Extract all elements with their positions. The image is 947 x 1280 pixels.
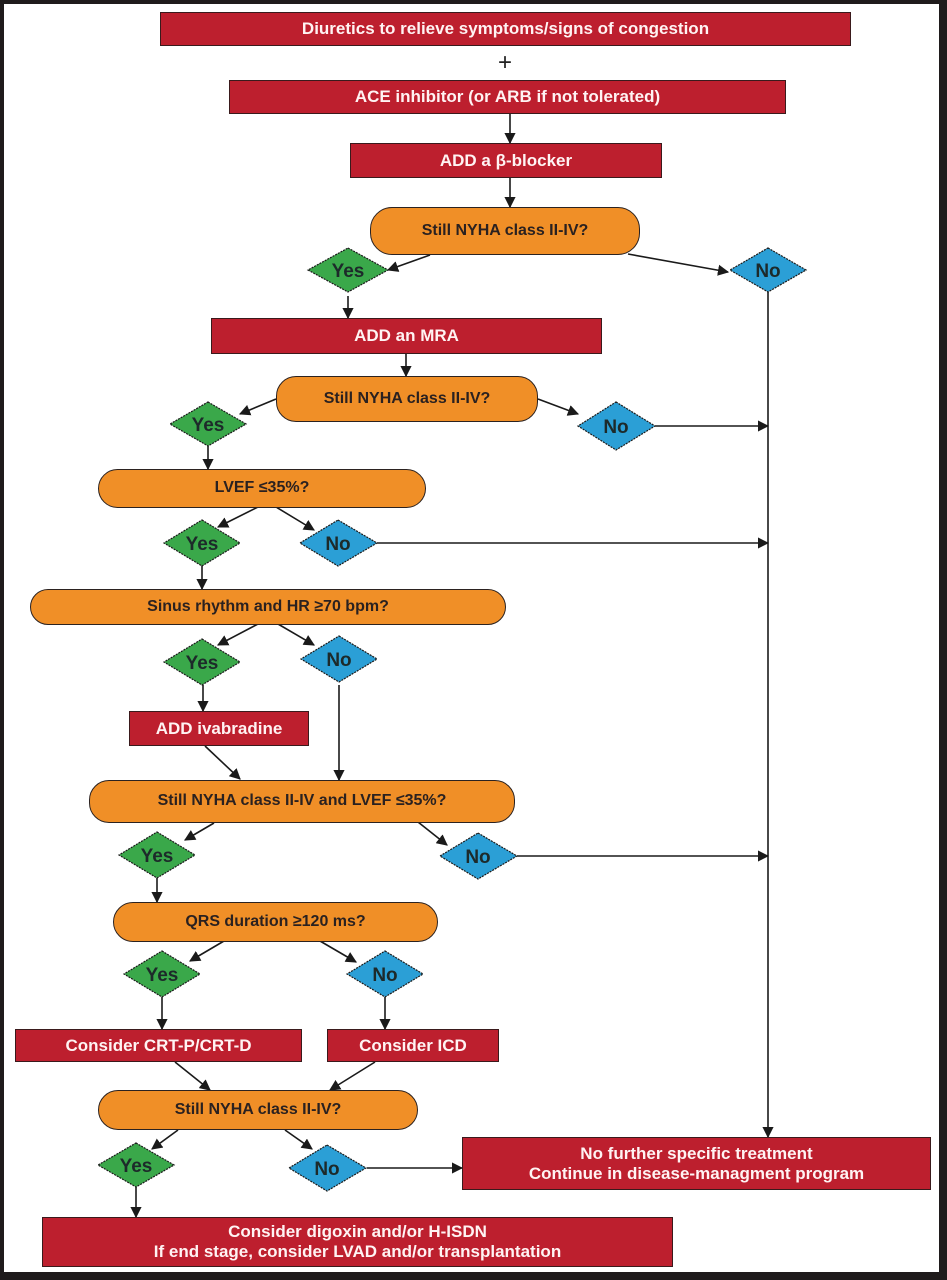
yes-label-3: Yes	[186, 534, 219, 555]
arrow-q7-to-yes7	[151, 1129, 179, 1150]
no-label-3: No	[325, 534, 350, 555]
yes-diamond-6	[122, 950, 202, 998]
nyha-question-3: Still NYHA class II-IV?	[98, 1090, 418, 1130]
arrow-q4-to-yes4	[217, 623, 259, 646]
nyha-question-2: Still NYHA class II-IV?	[276, 376, 538, 422]
yes-label-2: Yes	[192, 415, 225, 436]
ace-inhibitor-box: ACE inhibitor (or ARB if not tolerated)	[229, 80, 786, 114]
no-diamond-6	[345, 950, 425, 998]
arrow-q7-to-no7	[284, 1129, 313, 1150]
yes-diamond-7	[96, 1142, 176, 1188]
no-diamond-7	[287, 1144, 368, 1192]
arrow-crt-to-q7	[174, 1061, 211, 1091]
sinus-rhythm-question: Sinus rhythm and HR ≥70 bpm?	[30, 589, 506, 625]
yes-diamond-4	[162, 638, 242, 686]
nyha-question-1: Still NYHA class II-IV?	[370, 207, 640, 255]
diuretics-box: Diuretics to relieve symptoms/signs of c…	[160, 12, 851, 46]
ivabradine-box: ADD ivabradine	[129, 711, 309, 746]
no-label-5: No	[465, 847, 490, 868]
yes-label-6: Yes	[146, 965, 179, 986]
yes-label-1: Yes	[332, 261, 365, 282]
no-diamond-5	[438, 832, 519, 880]
no-label-7: No	[314, 1159, 339, 1180]
yes-label-7: Yes	[120, 1156, 153, 1177]
no-diamond-3	[298, 519, 379, 567]
arrow-q2-to-no2	[537, 398, 580, 416]
arrow-q1-to-no1	[627, 253, 730, 276]
icd-box: Consider ICD	[327, 1029, 499, 1062]
arrow-q1-to-yes1	[386, 254, 431, 272]
yes-diamond-1	[306, 247, 390, 293]
mra-box: ADD an MRA	[211, 318, 602, 354]
arrow-q3-to-no3	[275, 506, 315, 531]
lvef-question: LVEF ≤35%?	[98, 469, 426, 508]
crt-box: Consider CRT-P/CRT-D	[15, 1029, 302, 1062]
yes-label-4: Yes	[186, 653, 219, 674]
arrow-q2-to-yes2	[238, 398, 277, 416]
no-further-treatment-box: No further specific treatment Continue i…	[462, 1137, 931, 1190]
yes-diamond-5	[117, 831, 197, 879]
arrow-q6-to-no6	[319, 940, 357, 963]
arrow-q4-to-no4	[277, 623, 315, 646]
digoxin-box: Consider digoxin and/or H-ISDN If end st…	[42, 1217, 673, 1267]
arrow-q3-to-yes3	[216, 506, 259, 528]
no-further-line-2: Continue in disease-managment program	[528, 1163, 865, 1183]
qrs-duration-question: QRS duration ≥120 ms?	[113, 902, 438, 942]
arrow-icd-to-q7	[329, 1061, 376, 1091]
no-label-4: No	[326, 650, 351, 671]
yes-label-5: Yes	[141, 846, 174, 867]
no-diamond-4	[299, 635, 379, 683]
no-label-1: No	[755, 261, 780, 282]
beta-blocker-box: ADD a β-blocker	[350, 143, 662, 178]
digoxin-line-1: Consider digoxin and/or H-ISDN	[228, 1222, 487, 1242]
yes-diamond-2	[168, 401, 248, 447]
yes-diamond-3	[162, 519, 242, 567]
digoxin-line-2: If end stage, consider LVAD and/or trans…	[153, 1242, 562, 1261]
arrow-q6-to-yes6	[189, 940, 225, 962]
no-label-2: No	[603, 417, 628, 438]
no-further-line-1: No further specific treatment	[580, 1143, 813, 1163]
no-diamond-2	[576, 401, 657, 451]
no-label-6: No	[372, 965, 397, 986]
no-diamond-1	[728, 247, 808, 293]
arrow-q5-to-yes5	[184, 822, 215, 841]
arrow-q5-to-no5	[417, 821, 448, 846]
arrow-ivabradine-to-q5	[204, 745, 241, 780]
plus-connector: +	[498, 49, 513, 76]
nyha-lvef-question: Still NYHA class II-IV and LVEF ≤35%?	[89, 780, 515, 823]
